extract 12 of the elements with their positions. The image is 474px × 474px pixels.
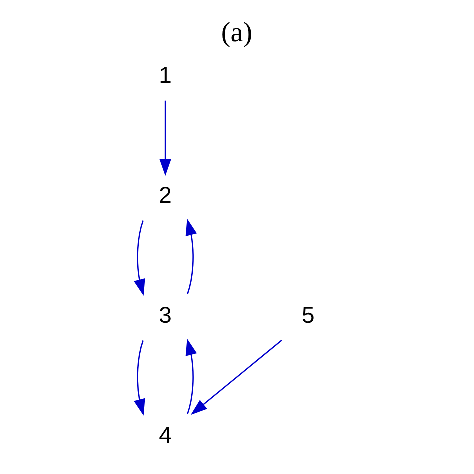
arrow	[134, 220, 146, 296]
diagram-title: (a)	[221, 17, 253, 48]
node-text: 4	[159, 422, 172, 448]
arrow	[190, 340, 282, 416]
node-text: 1	[159, 62, 172, 88]
node-text: 3	[159, 302, 172, 328]
node-text: 5	[302, 302, 315, 328]
arrow	[134, 340, 146, 416]
arrow	[186, 218, 198, 294]
arrow	[160, 100, 172, 176]
node-text: 2	[159, 182, 172, 208]
arrow	[186, 338, 198, 414]
